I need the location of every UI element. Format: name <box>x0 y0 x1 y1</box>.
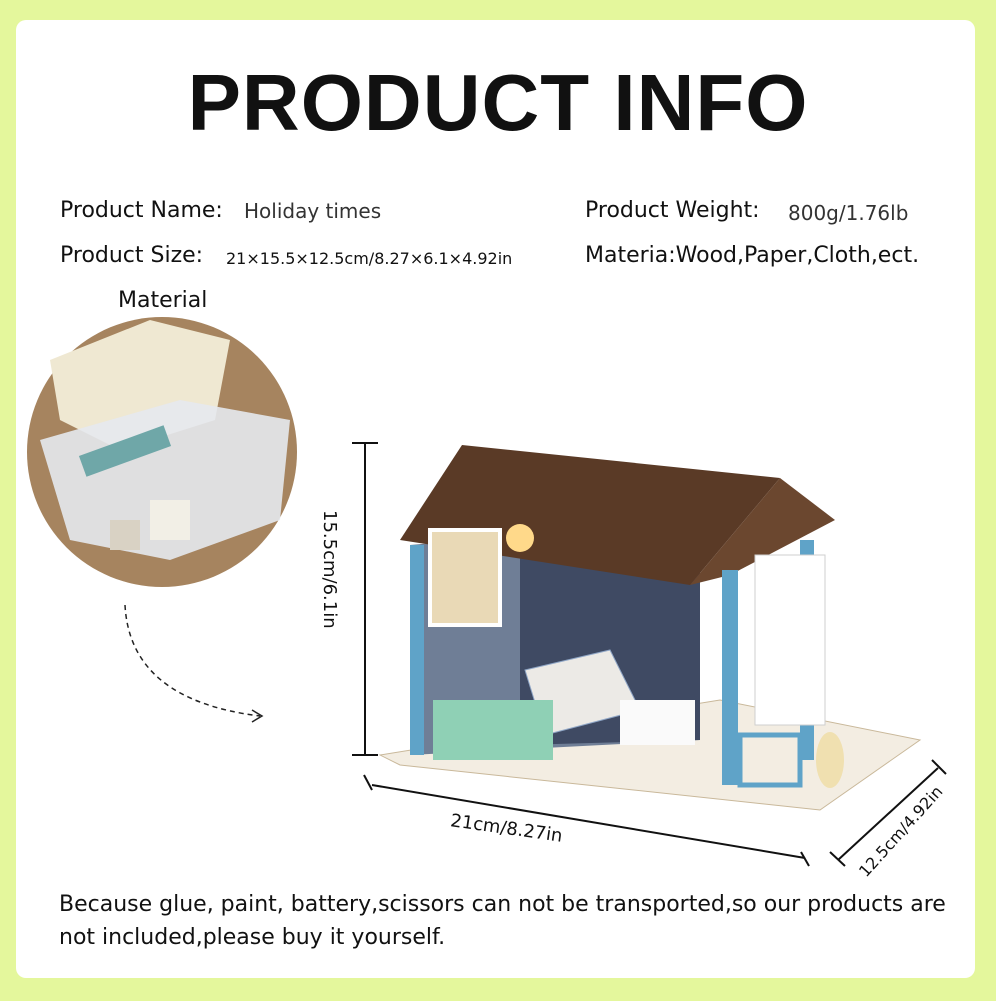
dimension-lines <box>352 442 947 867</box>
product-size-label: Product Size: <box>60 243 204 268</box>
product-size-value: 21×15.5×12.5cm/8.27×6.1×4.92in <box>226 249 513 268</box>
product-weight-value: 800g/1.76lb <box>788 201 909 225</box>
product-material-text: Materia:Wood,Paper,Cloth,ect. <box>585 243 920 268</box>
product-name-value: Holiday times <box>244 199 382 223</box>
product-weight-label: Product Weight: <box>585 198 760 223</box>
material-photo <box>27 317 297 587</box>
dashed-arrow <box>124 604 261 717</box>
material-caption: Material <box>118 288 208 313</box>
dollhouse-image <box>378 445 922 811</box>
height-dimension-label: 15.5cm/6.1in <box>319 510 340 629</box>
shipping-note: Because glue, paint, battery,scissors ca… <box>59 892 946 950</box>
product-name-label: Product Name: <box>60 198 223 223</box>
page-title: PRODUCT INFO <box>187 58 809 147</box>
